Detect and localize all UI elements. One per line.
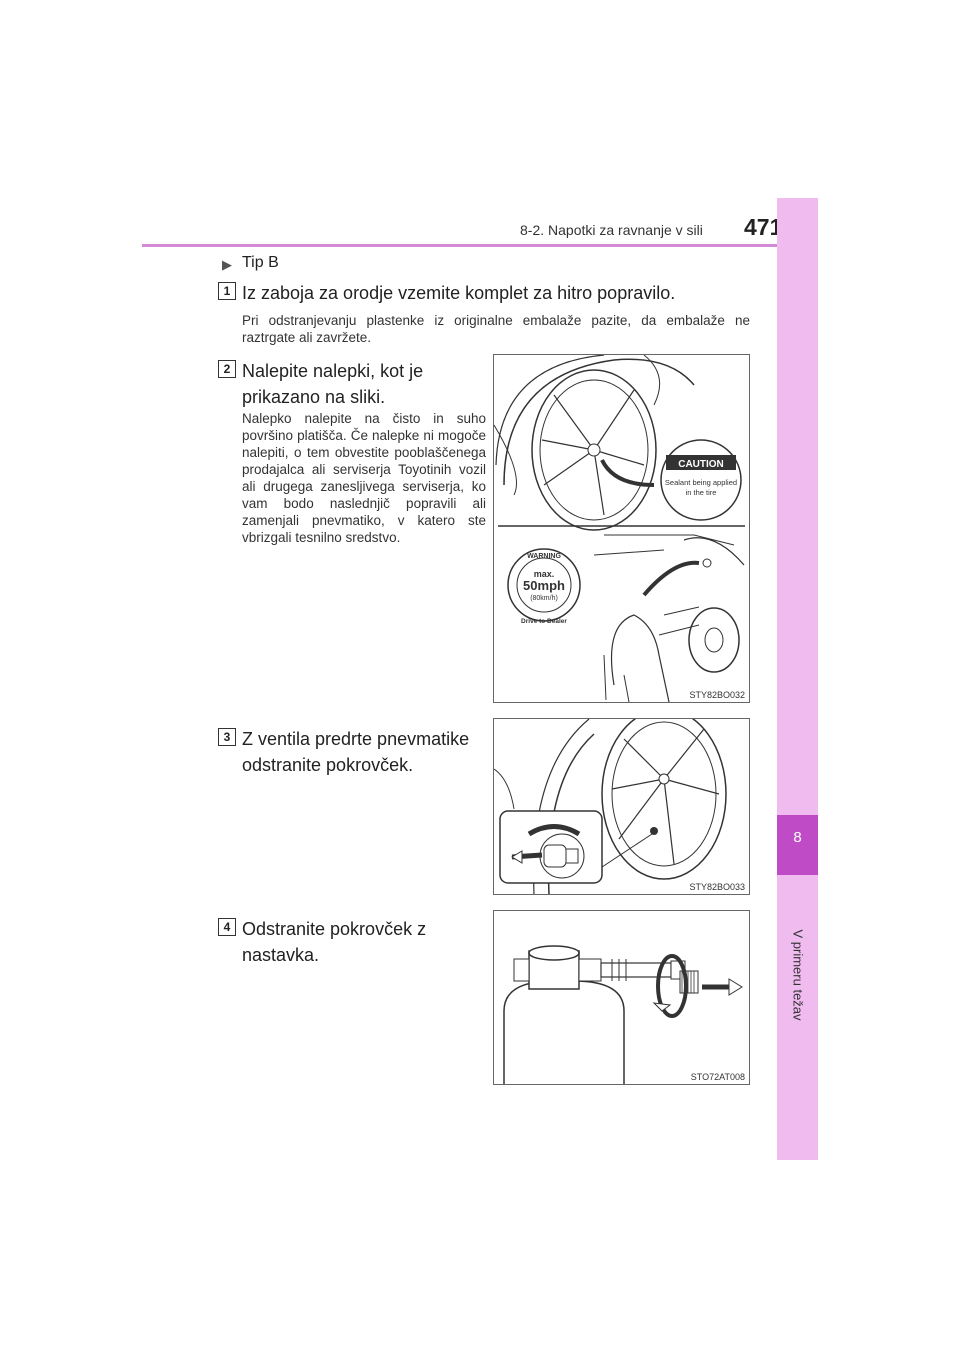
chapter-number: 8 bbox=[793, 829, 802, 846]
step-note: Pri odstranjevanju plastenke iz original… bbox=[242, 313, 750, 345]
caution-text: in the tire bbox=[686, 488, 717, 497]
page-number: 471 bbox=[744, 214, 783, 240]
step-title-line: Z ventila predrte pnevmatike bbox=[242, 729, 470, 749]
caution-label: CAUTION bbox=[678, 459, 724, 470]
figure-nozzle-cap: STO72AT008 bbox=[493, 910, 750, 1085]
header-rule bbox=[142, 244, 818, 247]
step-title-line: odstranite pokrovček. bbox=[242, 755, 414, 775]
tip-heading: Tip B bbox=[242, 254, 279, 271]
step-title-line: nastavka. bbox=[242, 945, 320, 965]
speed-kmh: (80km/h) bbox=[530, 595, 558, 602]
caution-text: Sealant being applied bbox=[665, 478, 737, 487]
speed-max: max. bbox=[534, 569, 555, 579]
triangle-bullet-icon: ▶ bbox=[222, 257, 232, 272]
valve-illustration bbox=[494, 719, 727, 894]
step-title-line: Nalepite nalepki, kot je bbox=[242, 361, 424, 381]
step-title-line: prikazano na sliki. bbox=[242, 387, 386, 407]
chapter-label: V primeru težav bbox=[790, 929, 806, 1021]
step-number-badge: 4 bbox=[218, 918, 236, 936]
step-note: Nalepko nalepite na čisto in suho površi… bbox=[242, 411, 486, 545]
speed-mph: 50mph bbox=[523, 578, 565, 593]
step-number-badge: 3 bbox=[218, 728, 236, 746]
step-title-line: Odstranite pokrovček z bbox=[242, 919, 427, 939]
warning-label: WARNING bbox=[527, 553, 561, 560]
chapter-tab bbox=[777, 815, 818, 875]
step-number-badge: 2 bbox=[218, 360, 236, 378]
figure-valve-cap: STY82BO033 bbox=[493, 718, 750, 895]
figure-code: STO72AT008 bbox=[690, 1072, 745, 1082]
nozzle-illustration bbox=[503, 945, 743, 1084]
step-number-badge: 1 bbox=[218, 282, 236, 300]
section-title: 8-2. Napotki za ravnanje v sili bbox=[520, 222, 703, 238]
speed-footer: Drive to Dealer bbox=[521, 618, 567, 625]
figure-code: STY82BO033 bbox=[689, 882, 745, 892]
step-title: Iz zaboja za orodje vzemite komplet za h… bbox=[242, 283, 676, 303]
sticker-illustration: CAUTION Sealant being applied in the tir… bbox=[494, 355, 745, 702]
figure-sticker-placement: CAUTION Sealant being applied in the tir… bbox=[493, 354, 750, 703]
chapter-sidebar bbox=[777, 198, 818, 1160]
figure-code: STY82BO032 bbox=[689, 690, 745, 700]
